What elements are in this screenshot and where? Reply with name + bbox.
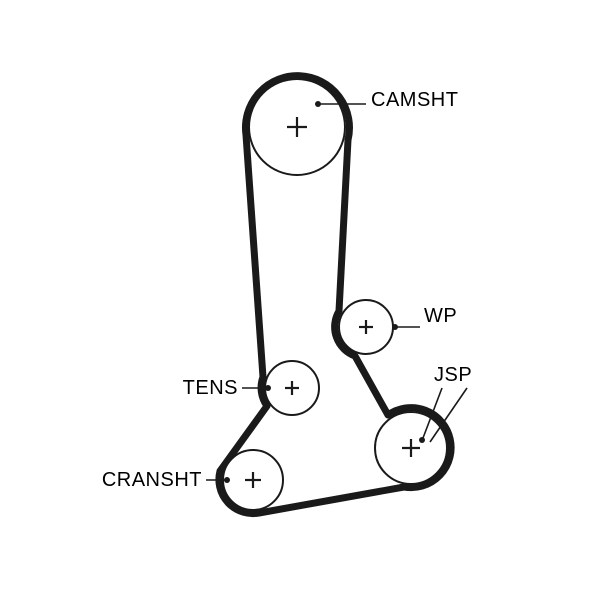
water-pump-label: WP bbox=[424, 305, 457, 327]
crankshaft-center-mark bbox=[245, 472, 261, 488]
camshaft-label: CAMSHT bbox=[371, 89, 458, 111]
jsp-leader-dot bbox=[419, 437, 425, 443]
camshaft-center-mark bbox=[287, 117, 307, 137]
jsp-leader-line-1 bbox=[422, 387, 443, 439]
water-pump-center-mark bbox=[359, 320, 373, 334]
jsp-leader-line-2 bbox=[429, 387, 468, 443]
tensioner-label: TENS bbox=[183, 377, 238, 399]
jsp-center-mark bbox=[402, 439, 420, 457]
crankshaft-label: CRANSHT bbox=[102, 469, 202, 491]
jsp-label: JSP bbox=[434, 364, 472, 386]
tensioner-center-mark bbox=[285, 381, 299, 395]
timing-belt bbox=[215, 72, 455, 518]
